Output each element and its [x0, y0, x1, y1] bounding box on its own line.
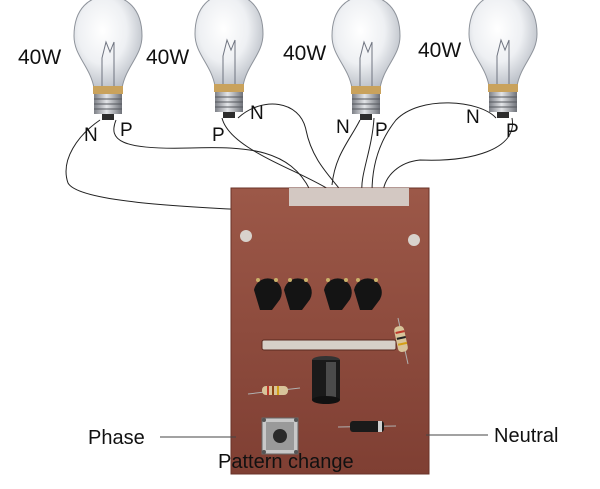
bulb-2-wattage: 40W: [146, 46, 190, 69]
bulb-3: [331, 0, 401, 120]
bulb-3-wattage: 40W: [283, 42, 327, 65]
bulb-4: [468, 0, 538, 118]
bulb-1-left-terminal: N: [84, 125, 98, 146]
diode: [337, 421, 397, 432]
bulb-4-right-terminal: P: [506, 121, 519, 142]
capacitor: [312, 356, 340, 404]
bulb-1-right-terminal: P: [120, 120, 133, 141]
bulb-2-right-terminal: N: [250, 103, 264, 124]
resistor-left: [247, 386, 301, 395]
neutral-label: Neutral: [494, 425, 559, 447]
bulb-1: [73, 0, 143, 120]
bulb-4-wattage: 40W: [418, 39, 462, 62]
bulb-2: [194, 0, 264, 118]
bulb-3-left-terminal: N: [336, 117, 350, 138]
bulb-1-wattage: 40W: [18, 46, 62, 69]
circuit-board: [230, 187, 430, 475]
wires: [65, 102, 513, 213]
bulb-2-left-terminal: P: [212, 125, 225, 146]
transistors: [254, 278, 382, 310]
bulb-4-left-terminal: N: [466, 107, 480, 128]
phase-label: Phase: [88, 427, 145, 449]
pattern-change-switch: [261, 417, 299, 455]
switch-label: Pattern change: [218, 451, 354, 473]
resistor-right: [394, 317, 409, 365]
bulb-3-right-terminal: P: [375, 120, 388, 141]
